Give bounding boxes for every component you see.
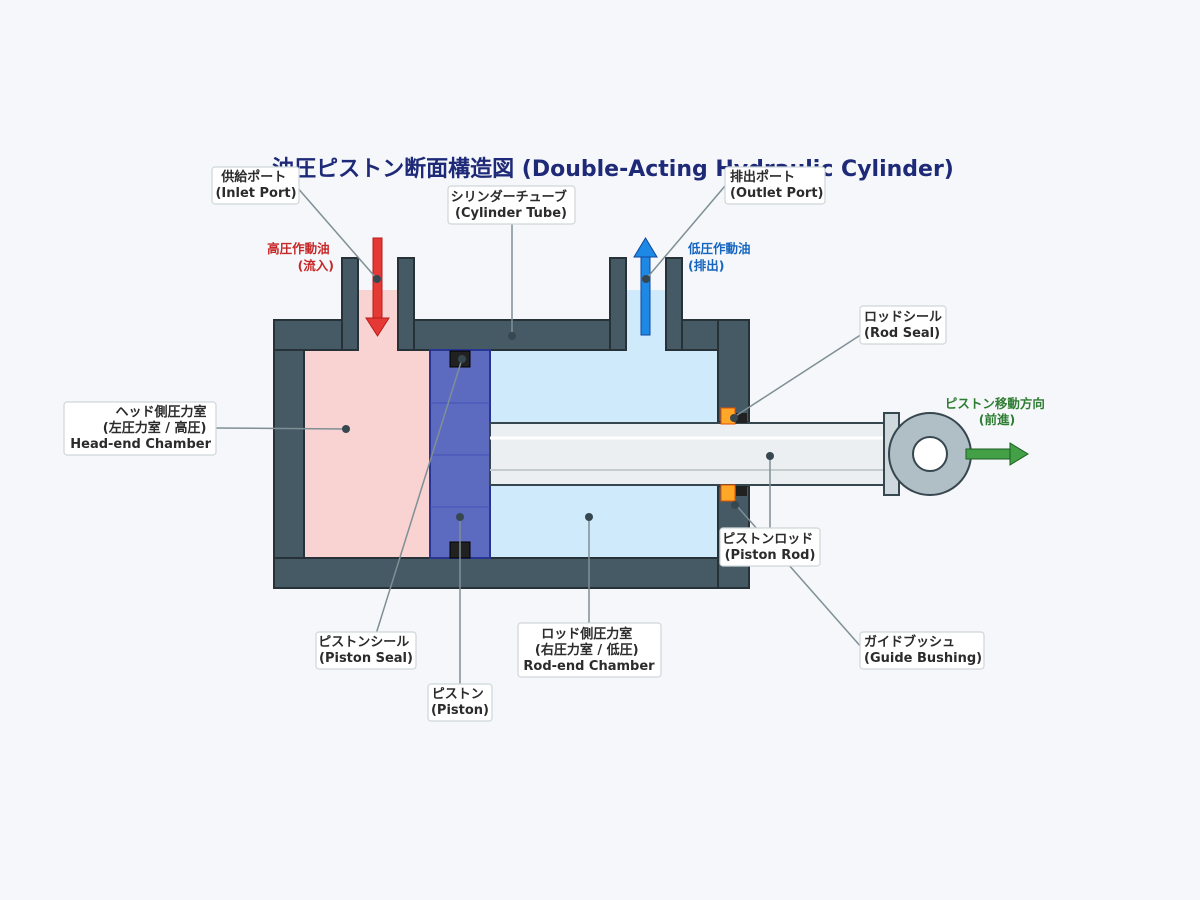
label-box-rod-seal	[859, 305, 947, 345]
label-box-piston	[427, 683, 493, 722]
outlet-flow-arrow-icon	[633, 237, 658, 336]
label-box-guide-bushing	[859, 631, 985, 670]
inlet-port-wall-left	[341, 257, 359, 351]
dot-rod-seal	[730, 414, 738, 422]
label-box-outlet-port	[724, 166, 826, 205]
label-outlet-port: 排出ポート (Outlet Port)	[730, 169, 824, 201]
label-piston-rod: ピストンロッド (Piston Rod)	[722, 532, 818, 563]
rod-seal-lower	[720, 484, 736, 502]
guide-bushing-upper	[736, 413, 747, 423]
motion-direction-arrow-icon	[965, 442, 1029, 466]
label-box-head-chamber	[63, 401, 217, 456]
leader-rod-seal	[733, 333, 863, 418]
label-box-inlet-port	[211, 166, 300, 205]
low-pressure-caption: 低圧作動油 (排出)	[687, 241, 755, 273]
motion-direction-caption: ピストン移動方向 (前進)	[945, 396, 1049, 427]
dot-head-chamber	[342, 425, 350, 433]
leader-head-chamber	[214, 427, 347, 430]
leader-guide-bushing	[735, 504, 863, 649]
leader-outlet-port	[645, 185, 726, 280]
leader-inlet-port	[295, 185, 378, 280]
dot-cylinder-tube	[508, 332, 516, 340]
dot-piston	[456, 513, 464, 521]
piston-rod	[489, 422, 887, 486]
cylinder-head-wall	[273, 319, 305, 589]
inlet-flow-arrow-icon	[365, 237, 390, 337]
label-head-chamber: ヘッド側圧力室 (左圧力室 / 高圧) Head-end Chamber	[70, 404, 211, 452]
cylinder-end-cap-upper	[717, 319, 750, 423]
label-piston: ピストン (Piston)	[431, 687, 489, 718]
dot-piston-seal	[458, 355, 466, 363]
head-end-chamber-fluid	[304, 350, 430, 558]
inlet-port-wall-right	[397, 257, 415, 351]
label-guide-bushing: ガイドブッシュ (Guide Bushing)	[864, 634, 982, 666]
dot-piston-rod	[766, 452, 774, 460]
guide-bushing-lower	[736, 486, 747, 496]
label-box-cylinder-tube	[447, 185, 576, 225]
high-pressure-caption: 高圧作動油 (流入)	[267, 241, 334, 273]
dot-inlet-port	[373, 275, 381, 283]
cylinder-bottom-wall	[273, 557, 750, 589]
leader-piston-seal	[375, 358, 463, 635]
label-rod-chamber: ロッド側圧力室 (右圧力室 / 低圧) Rod-end Chamber	[523, 626, 655, 674]
label-rod-seal: ロッドシール (Rod Seal)	[864, 310, 947, 341]
dot-outlet-port	[642, 275, 650, 283]
dot-guide-bushing	[731, 501, 739, 509]
diagram-title: 油圧ピストン断面構造図 (Double-Acting Hydraulic Cyl…	[272, 156, 954, 182]
outlet-port-wall-left	[609, 257, 627, 351]
label-inlet-port: 供給ポート (Inlet Port)	[215, 169, 296, 201]
rod-eye-hole	[912, 436, 948, 472]
label-box-rod-chamber	[517, 622, 662, 678]
label-cylinder-tube: シリンダーチューブ (Cylinder Tube)	[451, 189, 572, 221]
label-box-piston-rod	[719, 527, 821, 567]
label-piston-seal: ピストンシール (Piston Seal)	[318, 635, 414, 666]
label-box-piston-seal	[315, 631, 417, 670]
dot-rod-chamber	[585, 513, 593, 521]
outlet-port-wall-right	[665, 257, 683, 351]
